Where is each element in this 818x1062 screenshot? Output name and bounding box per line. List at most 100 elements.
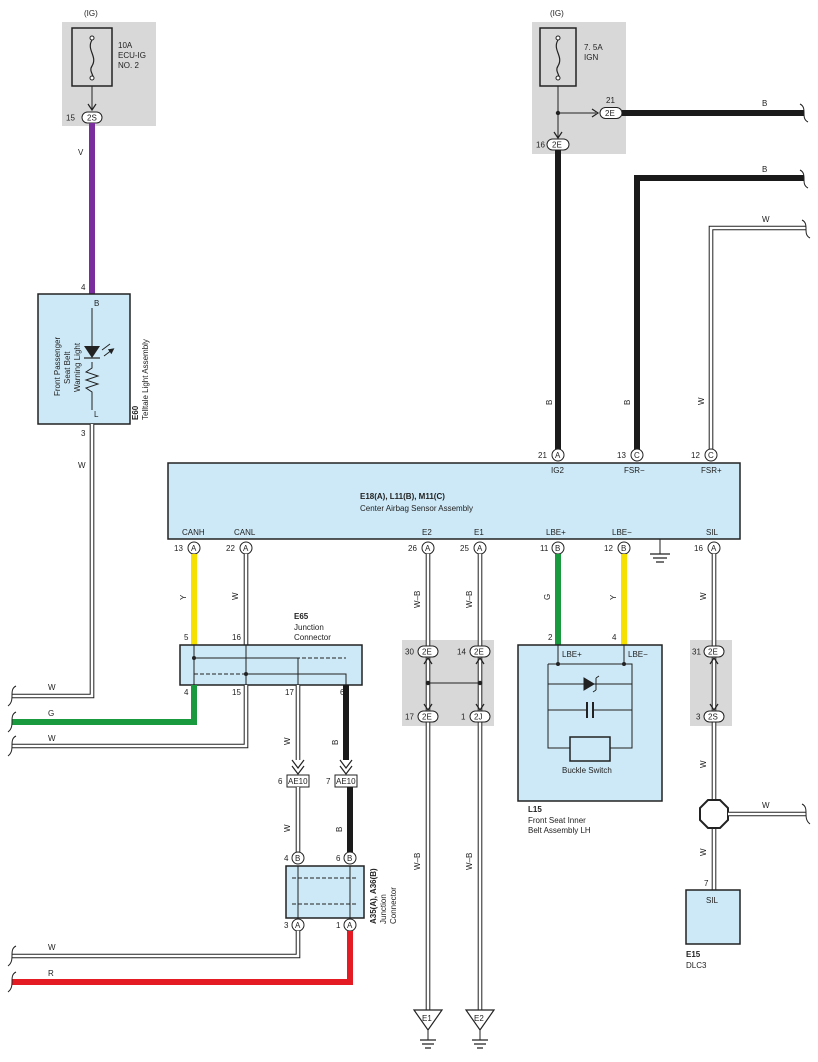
- a35-name-2: Connector: [389, 887, 398, 924]
- sensor-label-sil: SIL: [706, 528, 719, 537]
- wire-label-b-2: B: [762, 165, 767, 174]
- wire-w-telltale-inner: [12, 424, 94, 698]
- sil-junction-arrows-icon: [709, 656, 719, 712]
- e65-pin-5: 5: [184, 633, 189, 642]
- svg-text:25: 25: [460, 544, 469, 553]
- svg-text:22: 22: [226, 544, 235, 553]
- wire-label-v: V: [78, 148, 84, 157]
- ground-e1: E1: [412, 1009, 444, 1049]
- svg-text:2E: 2E: [422, 713, 432, 722]
- ign-branch-arrow: [591, 108, 600, 118]
- sensor-label-e1: E1: [474, 528, 484, 537]
- ground-e2: E2: [464, 1009, 496, 1049]
- e65-box: [179, 644, 363, 686]
- buckle-splice-1: [556, 662, 560, 666]
- sensor-bottom-pin-canh: A 13: [174, 541, 201, 555]
- wire-label-wb-4: W–B: [465, 853, 474, 870]
- svg-text:B: B: [295, 854, 300, 863]
- svg-text:B: B: [621, 544, 626, 553]
- gnd-junction-tl: 2E 30: [405, 645, 439, 658]
- ecu-ig-name-1: ECU-IG: [118, 51, 146, 60]
- ecu-ig-source: (IG): [84, 9, 98, 18]
- svg-text:B: B: [347, 854, 352, 863]
- telltale-lamp-line3: Warning Light: [73, 342, 82, 392]
- ecu-ig-conn-label: 2S: [87, 114, 97, 123]
- wire-break-left-3: [7, 735, 17, 757]
- e65-pin-6: 6: [340, 688, 345, 697]
- wire-label-w-left-2: W: [48, 734, 56, 743]
- fuse-box-ecu-ig-shade: [62, 22, 156, 126]
- svg-text:2E: 2E: [708, 648, 718, 657]
- svg-text:E1: E1: [422, 1014, 432, 1023]
- telltale-id: E60: [131, 405, 140, 420]
- dlc-label: SIL: [706, 896, 719, 905]
- wire-label-w-ae10: W: [283, 824, 292, 832]
- zener-diode-icon: [583, 675, 600, 693]
- wire-break-left-5: [7, 971, 17, 993]
- sensor-bottom-pin-lbe-plus: B 11: [540, 541, 565, 555]
- svg-text:C: C: [708, 451, 714, 460]
- ign-fuse-terminal-top: [555, 35, 561, 41]
- svg-text:A: A: [555, 451, 561, 460]
- e65-pin-4: 4: [184, 688, 189, 697]
- ecu-ig-arrow: [87, 103, 97, 112]
- svg-text:13: 13: [174, 544, 183, 553]
- e65-name-1: Junction: [294, 623, 324, 632]
- e65-pin-16: 16: [232, 633, 241, 642]
- buckle-splice-2: [622, 662, 626, 666]
- e65-name-2: Connector: [294, 633, 331, 642]
- wire-break-left-1: [7, 685, 17, 707]
- e65-pin-15: 15: [232, 688, 241, 697]
- sensor-bottom-pin-sil: A 16: [694, 541, 721, 555]
- fuse-box-ign-shade: [532, 22, 626, 154]
- ign-fuse-terminal-bottom: [555, 75, 561, 81]
- buckle-switch-label: Buckle Switch: [562, 766, 612, 775]
- gnd-junction-splice-1: [425, 680, 431, 686]
- svg-text:17: 17: [405, 713, 414, 722]
- ecu-ig-fuse-terminal-bottom: [89, 75, 95, 81]
- svg-text:26: 26: [408, 544, 417, 553]
- wire-label-b-ae10: B: [335, 827, 344, 832]
- ae10-right-arrow-icon: [339, 759, 353, 775]
- wire-label-w-1: W: [762, 215, 770, 224]
- wire-label-r: R: [48, 969, 54, 978]
- buckle-name-1: Front Seat Inner: [528, 816, 586, 825]
- dlc-pin: 7: [704, 879, 709, 888]
- svg-text:4: 4: [284, 854, 289, 863]
- telltale-pin-bottom: 3: [81, 429, 86, 438]
- telltale-lamp-line1: Front Passenger: [53, 337, 62, 396]
- led-icon: [84, 346, 100, 358]
- ground-icon-e1: [420, 1039, 436, 1049]
- telltale-box: [37, 293, 131, 425]
- svg-text:A: A: [295, 921, 301, 930]
- sil-junction-bottom: 2S 3: [696, 710, 725, 723]
- ign-rating: 7. 5A: [584, 43, 603, 52]
- wire-label-w-sil-3: W: [699, 848, 708, 856]
- sensor-top-pin-fsr-minus: C 13 FSR−: [617, 448, 645, 475]
- wire-label-w-fsr: W: [697, 397, 706, 405]
- svg-text:31: 31: [692, 648, 701, 657]
- ground-icon-e2: [472, 1039, 488, 1049]
- buckle-pin-minus: 4: [612, 633, 617, 642]
- telltale-term-top: B: [94, 299, 99, 308]
- wire-label-w-sil-1: W: [699, 592, 708, 600]
- e65-id: E65: [294, 612, 309, 621]
- gnd-wires: [425, 554, 483, 1010]
- wire-label-w-left-1: W: [48, 683, 56, 692]
- sensor-bottom-pin-e2: A 26: [408, 541, 435, 555]
- sil-junction-top: 2E 31: [692, 645, 725, 658]
- wire-w-a35-inner: [12, 931, 300, 958]
- a35-pin-bottom-left: A 3: [284, 918, 305, 932]
- wire-w-fsr-plus-inner: [709, 226, 806, 452]
- svg-text:3: 3: [284, 921, 289, 930]
- svg-text:A: A: [191, 544, 197, 553]
- gnd-junction-tr: 2E 14: [457, 645, 491, 658]
- wire-break-4: [801, 803, 811, 825]
- splice-octagon-icon: [699, 799, 729, 829]
- ign-pin-branch: 21: [606, 96, 615, 105]
- capacitor-icon: [586, 702, 594, 718]
- wire-label-b-fsr: B: [623, 400, 632, 405]
- dlc-name: DLC3: [686, 961, 707, 970]
- a35-id: A35(A), A36(B): [369, 868, 378, 924]
- a35-box: [285, 865, 365, 919]
